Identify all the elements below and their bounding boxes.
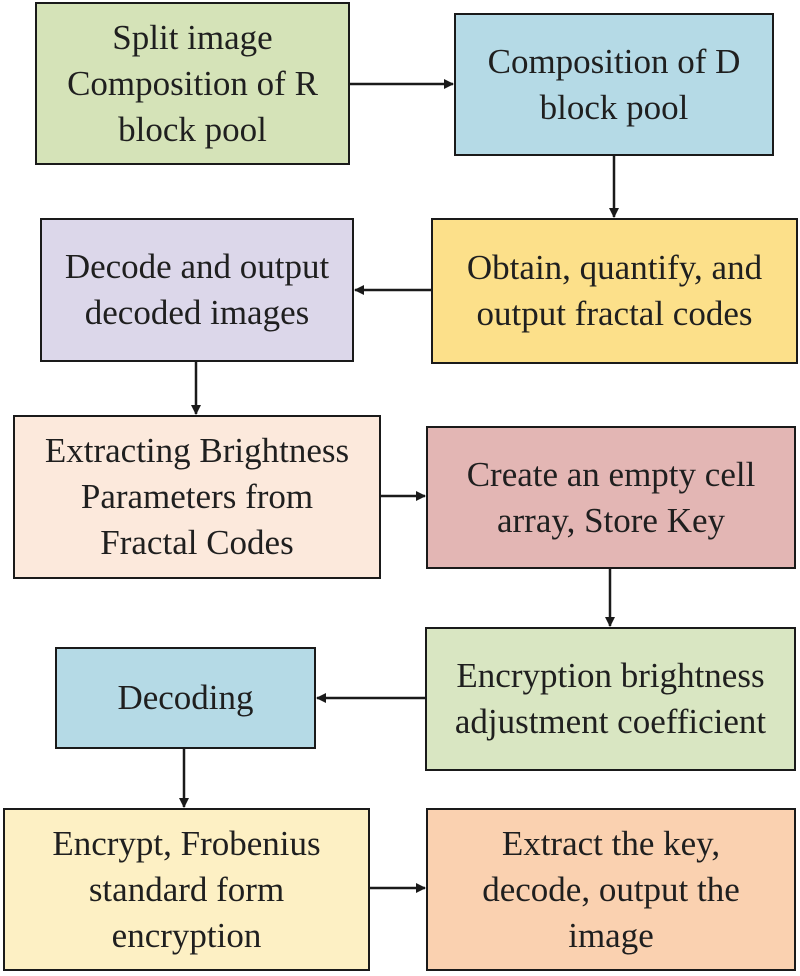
node-extract-key: Extract the key, decode, output the imag… — [426, 808, 796, 971]
node-create-cell-array: Create an empty cell array, Store Key — [426, 426, 796, 569]
node-text-line: encryption — [111, 915, 262, 955]
node-text-line: decode, output the — [482, 869, 740, 909]
node-text-line: adjustment coefficient — [454, 702, 767, 741]
node-text-line: Extract the key, — [501, 823, 721, 863]
node-encrypt-frobenius: Encrypt, Frobenius standard form encrypt… — [3, 808, 370, 971]
node-text-line: Composition of R — [67, 63, 318, 103]
node-d-block-pool: Composition of D block pool — [454, 13, 774, 156]
node-text-line: Extracting Brightness — [44, 431, 350, 470]
node-text-line: Decoding — [117, 678, 254, 717]
node-decode-output: Decode and output decoded images — [40, 218, 354, 362]
node-text-line: Encrypt, Frobenius — [52, 823, 321, 863]
node-text-line: Create an empty cell — [466, 454, 756, 494]
node-text-line: block pool — [118, 109, 267, 149]
node-text-line: decoded images — [84, 293, 310, 332]
node-text-line: Encryption brightness — [456, 656, 765, 695]
node-text-line: standard form — [88, 869, 285, 909]
node-text-line: Obtain, quantify, and — [466, 248, 763, 287]
node-extract-brightness: Extracting Brightness Parameters from Fr… — [13, 415, 381, 579]
node-encryption-coefficient: Encryption brightness adjustment coeffic… — [425, 627, 796, 771]
node-text-line: block pool — [539, 87, 689, 127]
node-text-line: Composition of D — [487, 41, 741, 81]
node-obtain-fractal-codes: Obtain, quantify, and output fractal cod… — [431, 218, 798, 364]
node-text-line: array, Store Key — [496, 500, 726, 540]
node-text-line: Decode and output — [64, 247, 330, 286]
node-text-line: Parameters from — [80, 477, 314, 516]
node-text-line: Split image — [112, 17, 273, 57]
node-text-line: Fractal Codes — [100, 523, 294, 562]
node-text-line: image — [568, 915, 654, 955]
node-split-image: Split image Composition of R block pool — [35, 2, 350, 165]
node-decoding: Decoding — [55, 647, 316, 749]
node-text-line: output fractal codes — [476, 294, 753, 333]
